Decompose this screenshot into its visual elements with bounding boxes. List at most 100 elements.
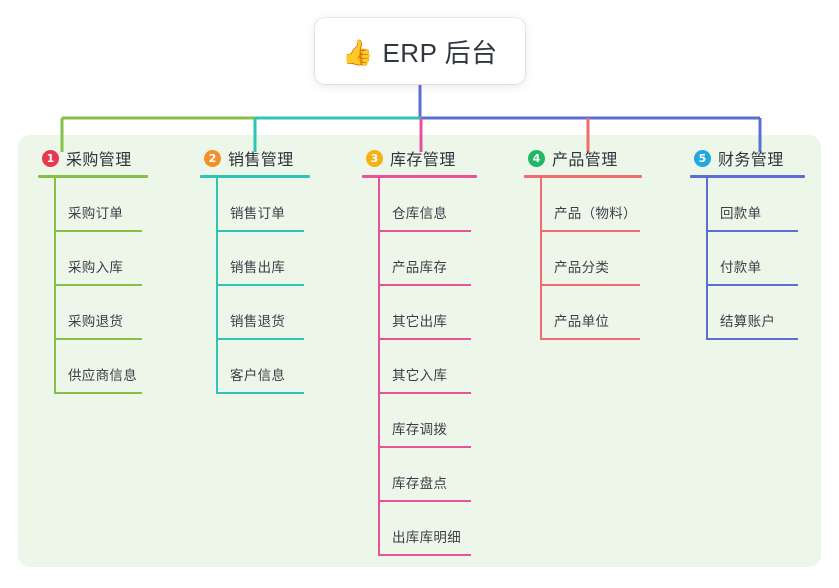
branch-item-label: 采购订单: [68, 206, 124, 221]
branch-item[interactable]: 付款单: [706, 232, 835, 286]
branch-item-underline: [378, 446, 471, 448]
branch-item[interactable]: 仓库信息: [378, 178, 512, 232]
branch-item-label: 结算账户: [720, 314, 776, 329]
branch-item-underline: [540, 338, 640, 340]
branch-item[interactable]: 产品库存: [378, 232, 512, 286]
branch-item-underline: [378, 284, 471, 286]
branch-header-underline: [524, 175, 642, 178]
root-node-title: ERP 后台: [382, 37, 498, 68]
branch-title: 采购管理: [66, 152, 132, 169]
branch-number-badge: 4: [528, 149, 545, 167]
branch-number-badge: 2: [204, 149, 221, 167]
branch-number-badge: 3: [366, 149, 383, 167]
branch-item-label: 出库库明细: [392, 530, 461, 545]
branch-item-label: 库存调拨: [392, 422, 448, 437]
branch-header-2[interactable]: 2 销售管理: [200, 145, 350, 171]
branch-header-underline: [200, 175, 310, 178]
thumbs-up-icon: 👍: [342, 37, 374, 67]
branch-item-label: 销售订单: [230, 206, 286, 221]
branch-header-1[interactable]: 1 采购管理: [38, 145, 188, 171]
root-node-content: 👍 ERP 后台: [342, 33, 497, 70]
branch-item[interactable]: 采购订单: [54, 178, 188, 232]
branch-item[interactable]: 产品单位: [540, 286, 674, 340]
branch-item-label: 采购入库: [68, 260, 124, 275]
branch-item-underline: [706, 230, 798, 232]
branch-item[interactable]: 其它出库: [378, 286, 512, 340]
branch-header-4[interactable]: 4 产品管理: [524, 145, 674, 171]
branch-item-underline: [378, 230, 471, 232]
branch-item-list: 采购订单采购入库采购退货供应商信息: [38, 178, 188, 394]
branch-column-5: 5 财务管理回款单付款单结算账户: [690, 145, 835, 340]
branch-header-underline: [38, 175, 148, 178]
branch-item[interactable]: 其它入库: [378, 340, 512, 394]
branch-item-label: 库存盘点: [392, 476, 448, 491]
branch-title: 财务管理: [718, 152, 784, 169]
branch-item-list: 回款单付款单结算账户: [690, 178, 835, 340]
branch-item-underline: [216, 284, 304, 286]
branch-item[interactable]: 出库库明细: [378, 502, 512, 556]
branch-item-label: 客户信息: [230, 368, 286, 383]
branch-column-4: 4 产品管理产品（物料）产品分类产品单位: [524, 145, 674, 340]
branch-item[interactable]: 采购退货: [54, 286, 188, 340]
branch-item-list: 销售订单销售出库销售退货客户信息: [200, 178, 350, 394]
branch-item-underline: [706, 338, 798, 340]
branch-item-label: 采购退货: [68, 314, 124, 329]
branch-item[interactable]: 产品（物料）: [540, 178, 674, 232]
root-node-card[interactable]: 👍 ERP 后台: [315, 18, 525, 84]
branch-item-label: 付款单: [720, 260, 762, 275]
branch-header-5[interactable]: 5 财务管理: [690, 145, 835, 171]
branch-title: 产品管理: [552, 152, 618, 169]
branch-spine: [54, 178, 56, 394]
branch-column-1: 1 采购管理采购订单采购入库采购退货供应商信息: [38, 145, 188, 394]
branch-item-label: 其它出库: [392, 314, 448, 329]
branch-item-underline: [54, 392, 142, 394]
branch-item-underline: [216, 392, 304, 394]
branch-item-label: 产品库存: [392, 260, 448, 275]
branch-item[interactable]: 回款单: [706, 178, 835, 232]
branch-item-label: 回款单: [720, 206, 762, 221]
branch-item-underline: [540, 284, 640, 286]
branch-item[interactable]: 产品分类: [540, 232, 674, 286]
branch-item-underline: [216, 230, 304, 232]
branch-item-list: 产品（物料）产品分类产品单位: [524, 178, 674, 340]
branch-column-3: 3 库存管理仓库信息产品库存其它出库其它入库库存调拨库存盘点出库库明细: [362, 145, 512, 556]
branch-item-underline: [378, 500, 471, 502]
branch-item-label: 仓库信息: [392, 206, 448, 221]
branch-item-underline: [706, 284, 798, 286]
branch-item-label: 销售退货: [230, 314, 286, 329]
diagram-panel: [18, 135, 821, 567]
branch-item-underline: [216, 338, 304, 340]
branch-item-underline: [54, 230, 142, 232]
branch-header-underline: [362, 175, 477, 178]
branch-title: 库存管理: [390, 152, 456, 169]
branch-number-badge: 1: [42, 149, 59, 167]
branch-item-underline: [54, 284, 142, 286]
branch-spine: [540, 178, 542, 340]
branch-number-badge: 5: [694, 149, 711, 167]
branch-item-underline: [378, 338, 471, 340]
branch-item[interactable]: 供应商信息: [54, 340, 188, 394]
branch-header-3[interactable]: 3 库存管理: [362, 145, 512, 171]
branch-item-underline: [378, 554, 471, 556]
branch-title: 销售管理: [228, 152, 294, 169]
branch-column-2: 2 销售管理销售订单销售出库销售退货客户信息: [200, 145, 350, 394]
branch-item-list: 仓库信息产品库存其它出库其它入库库存调拨库存盘点出库库明细: [362, 178, 512, 556]
branch-item[interactable]: 结算账户: [706, 286, 835, 340]
branch-item[interactable]: 销售出库: [216, 232, 350, 286]
branch-item[interactable]: 库存盘点: [378, 448, 512, 502]
branch-item[interactable]: 销售订单: [216, 178, 350, 232]
branch-item[interactable]: 库存调拨: [378, 394, 512, 448]
branch-item[interactable]: 客户信息: [216, 340, 350, 394]
branch-item-label: 产品单位: [554, 314, 610, 329]
branch-item[interactable]: 采购入库: [54, 232, 188, 286]
branch-item-underline: [54, 338, 142, 340]
branch-header-underline: [690, 175, 805, 178]
branch-item-underline: [540, 230, 640, 232]
branch-item-label: 供应商信息: [68, 368, 137, 383]
branch-spine: [378, 178, 380, 556]
branch-item[interactable]: 销售退货: [216, 286, 350, 340]
branch-item-underline: [378, 392, 471, 394]
branch-item-label: 其它入库: [392, 368, 448, 383]
branch-item-label: 销售出库: [230, 260, 286, 275]
